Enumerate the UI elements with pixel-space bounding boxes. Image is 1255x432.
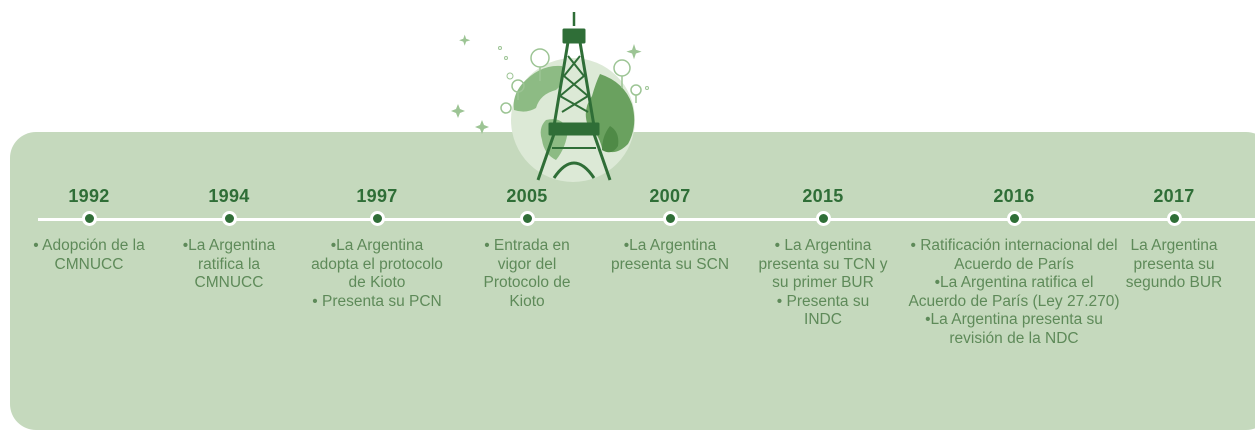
timeline-panel: [10, 132, 1255, 430]
event-marker: [815, 211, 831, 226]
event-item: La Argentina presenta su segundo BUR: [1125, 237, 1223, 291]
event-description: • Entrada en vigor del Protocolo de Kiot…: [466, 237, 588, 311]
event-item: • La Argentina presenta su TCN y su prim…: [758, 237, 888, 291]
event-marker: [81, 211, 97, 226]
event-year: 1992: [68, 186, 110, 206]
event-description: •La Argentina adopta el protocolo de Kio…: [311, 237, 443, 311]
event-marker: [662, 211, 678, 226]
event-item: • Entrada en vigor del Protocolo de Kiot…: [483, 237, 571, 310]
event-item: •La Argentina ratifica la CMNUCC: [182, 237, 276, 291]
event-item: •La Argentina presenta su SCN: [610, 237, 730, 273]
sparkle-icon: [451, 34, 642, 134]
event-marker: [1006, 211, 1022, 226]
event-marker: [519, 211, 535, 226]
event-marker: [369, 211, 385, 226]
event-description: • Adopción de la CMNUCC: [30, 237, 148, 274]
event-description: • Ratificación internacional del Acuerdo…: [905, 237, 1123, 348]
event-description: •La Argentina ratifica la CMNUCC: [164, 237, 294, 293]
event-description: La Argentina presenta su segundo BUR: [1124, 237, 1224, 293]
event-item: •La Argentina ratifica el Acuerdo de Par…: [908, 274, 1120, 310]
event-item: •La Argentina presenta su revisión de la…: [925, 311, 1103, 347]
eiffel-tower-icon: [536, 12, 612, 181]
event-item: • Presenta su INDC: [776, 292, 870, 329]
event-item: • Ratificación internacional del Acuerdo…: [910, 237, 1118, 273]
event-item: • Adopción de la CMNUCC: [33, 237, 145, 273]
event-year: 2007: [649, 186, 691, 206]
timeline-axis: [38, 218, 1255, 221]
event-year: 2017: [1153, 186, 1195, 206]
event-year: 1994: [208, 186, 250, 206]
event-year: 2005: [506, 186, 548, 206]
event-marker: [221, 211, 237, 226]
event-year: 2016: [993, 186, 1035, 206]
paris-agreement-illustration: [451, 12, 649, 182]
event-description: • La Argentina presenta su TCN y su prim…: [757, 237, 889, 330]
event-year: 2015: [802, 186, 844, 206]
event-item: • Presenta su PCN: [312, 292, 442, 310]
tree-icon: [500, 48, 642, 114]
event-description: •La Argentina presenta su SCN: [604, 237, 736, 274]
event-marker: [1166, 211, 1182, 226]
event-year: 1997: [356, 186, 398, 206]
event-item: •La Argentina adopta el protocolo de Kio…: [311, 237, 443, 291]
globe-icon: [511, 58, 635, 182]
